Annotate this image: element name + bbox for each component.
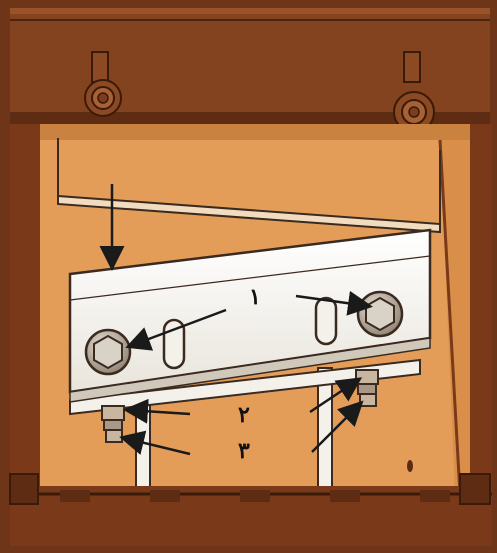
support-post-right <box>318 368 332 496</box>
callout-3: ۳ <box>238 438 250 464</box>
bolt-head-icon <box>86 330 130 374</box>
nut-icon <box>102 406 124 442</box>
callout-1: ۱ <box>249 284 261 310</box>
left-wall <box>10 124 40 494</box>
bolt-head-icon <box>358 292 402 336</box>
callout-2: ۲ <box>238 402 250 428</box>
slot-icon <box>316 298 336 344</box>
right-wall <box>470 124 492 494</box>
nut-icon <box>356 370 378 406</box>
